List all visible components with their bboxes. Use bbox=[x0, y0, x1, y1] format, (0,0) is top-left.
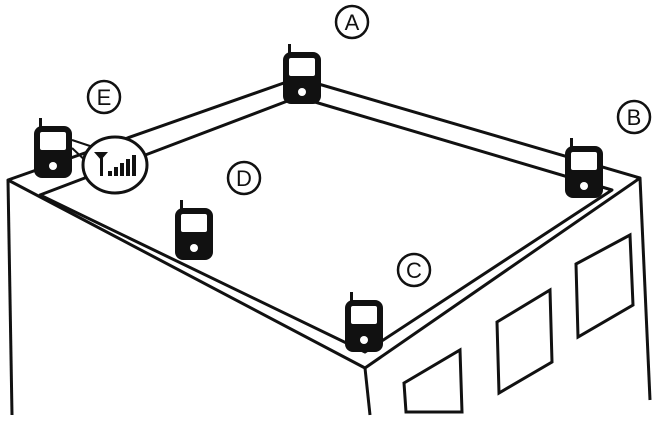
label-d: D bbox=[226, 160, 262, 196]
label-b: B bbox=[616, 99, 652, 135]
phone-b-icon bbox=[565, 138, 603, 198]
label-a: A bbox=[334, 4, 370, 40]
window bbox=[574, 232, 635, 340]
label-e: E bbox=[86, 79, 122, 115]
windows bbox=[402, 232, 635, 414]
phone-e-icon bbox=[34, 118, 72, 178]
building bbox=[6, 76, 652, 416]
phone-a-icon bbox=[283, 44, 321, 104]
label-e-text: E bbox=[97, 85, 112, 110]
roof-outer-edge bbox=[6, 76, 642, 370]
right-wall bbox=[638, 177, 652, 401]
front-corner-edge bbox=[363, 367, 372, 416]
label-d-text: D bbox=[236, 166, 252, 191]
label-a-text: A bbox=[345, 10, 360, 35]
label-c-text: C bbox=[406, 258, 422, 283]
signal-strength-icon bbox=[71, 135, 149, 195]
phone-d-icon bbox=[175, 200, 213, 260]
label-b-text: B bbox=[627, 105, 642, 130]
window bbox=[495, 287, 554, 396]
roof-inner-edge bbox=[38, 95, 614, 354]
label-c: C bbox=[396, 252, 432, 288]
phone-c-icon bbox=[345, 292, 383, 352]
window bbox=[402, 347, 464, 414]
left-wall bbox=[6, 179, 14, 416]
